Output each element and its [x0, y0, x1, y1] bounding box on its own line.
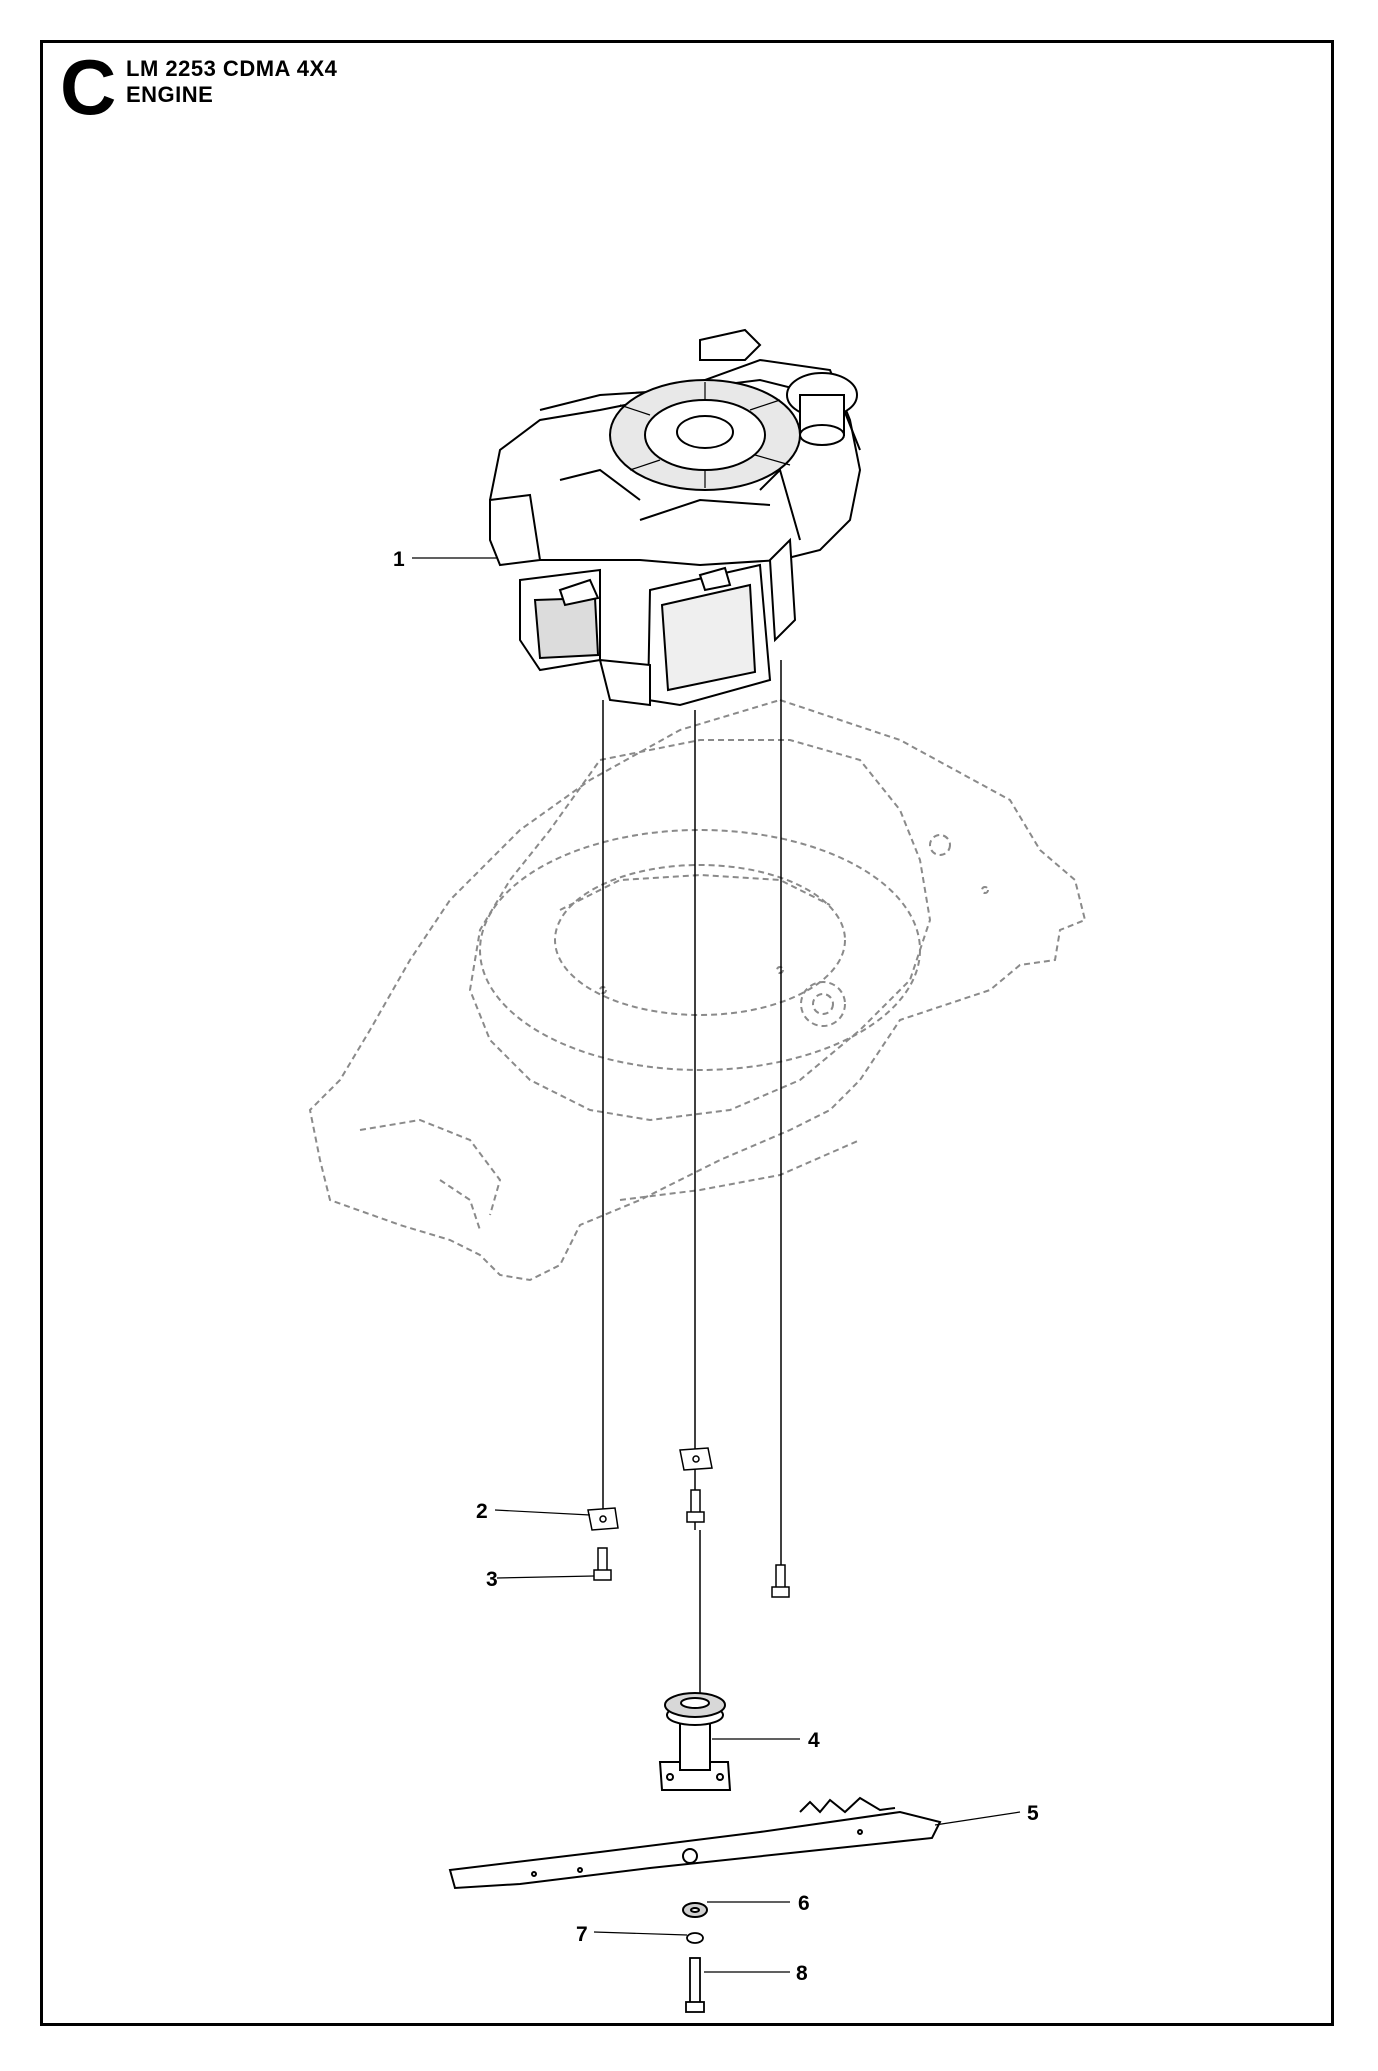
- callout-2: 2: [476, 1500, 488, 1523]
- callout-6: 6: [798, 1892, 810, 1915]
- assembly-title: ENGINE: [126, 82, 214, 107]
- leader-lines: [412, 557, 1021, 1973]
- washer-plate: [587, 1507, 619, 1531]
- callout-8: 8: [796, 1962, 808, 1985]
- washer-plate-center: [679, 1447, 713, 1471]
- callout-4: 4: [808, 1729, 820, 1752]
- engine-bolt-left: [593, 1547, 612, 1581]
- engine-bolt-center: [686, 1489, 705, 1523]
- lock-washer: [686, 1932, 704, 1944]
- assembly-lines: [602, 660, 782, 1720]
- section-letter: C: [60, 43, 117, 131]
- engine-bolt-right: [771, 1564, 790, 1598]
- washer: [682, 1902, 708, 1918]
- blade-bolt: [685, 1957, 705, 2013]
- engine: [488, 328, 862, 707]
- diagram-frame: [40, 40, 1334, 2026]
- blade: [448, 1796, 942, 1890]
- blade-hub: [658, 1692, 732, 1791]
- callout-3: 3: [486, 1568, 498, 1591]
- callout-5: 5: [1027, 1802, 1039, 1825]
- callout-7: 7: [576, 1923, 588, 1946]
- model-title: LM 2253 CDMA 4X4: [126, 56, 338, 81]
- mower-deck-outline: [308, 698, 1087, 1282]
- callout-1: 1: [393, 548, 405, 571]
